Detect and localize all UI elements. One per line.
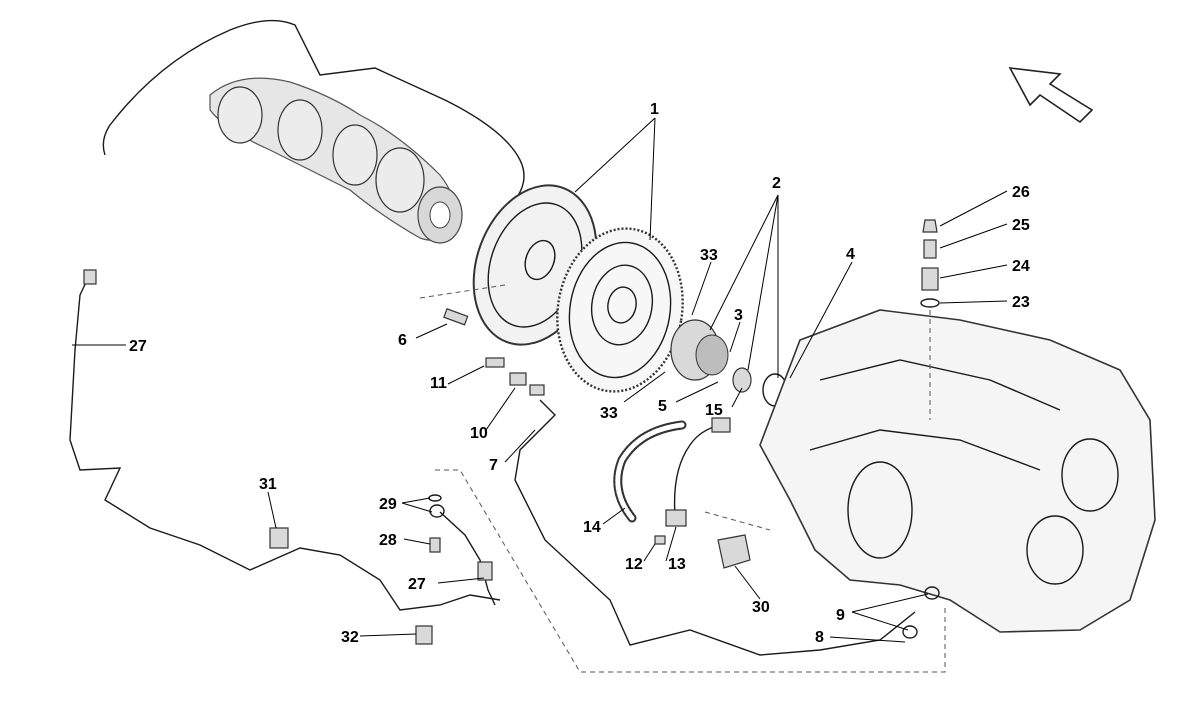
hydraulic-pipe-lower <box>514 399 916 656</box>
label-part-12: 12 <box>625 556 643 573</box>
label-part-29: 29 <box>379 496 397 513</box>
label-part-15: 15 <box>705 402 723 419</box>
small-parts <box>269 308 940 645</box>
wiring-harness-left <box>69 277 501 611</box>
label-part-8: 8 <box>815 629 824 646</box>
label-part-14: 14 <box>583 519 601 536</box>
label-part-33-lower: 33 <box>600 405 618 422</box>
label-part-9: 9 <box>836 607 845 624</box>
label-part-3: 3 <box>734 307 743 324</box>
label-part-6: 6 <box>398 332 407 349</box>
sensor-cable <box>673 424 721 516</box>
flex-hose <box>613 420 687 523</box>
label-part-4: 4 <box>846 246 855 263</box>
label-part-24: 24 <box>1012 258 1030 275</box>
label-part-7: 7 <box>489 457 498 474</box>
label-part-27-right: 27 <box>408 576 426 593</box>
label-part-32: 32 <box>341 629 359 646</box>
label-part-28: 28 <box>379 532 397 549</box>
callout-labels: 1 2 3 4 5 6 7 8 9 10 11 12 13 14 15 23 2… <box>129 101 1030 646</box>
crankshaft-illustration <box>209 77 463 244</box>
sensor-stack <box>920 219 940 420</box>
label-part-27-left: 27 <box>129 338 147 355</box>
label-part-10: 10 <box>470 425 488 442</box>
gearbox-housing <box>759 309 1156 633</box>
clutch-release-bearing <box>670 319 788 407</box>
label-part-1: 1 <box>650 101 659 118</box>
label-part-25: 25 <box>1012 217 1030 234</box>
label-part-2: 2 <box>772 175 781 192</box>
direction-arrow-icon <box>1008 67 1094 124</box>
label-part-26: 26 <box>1012 184 1030 201</box>
label-part-23: 23 <box>1012 294 1030 311</box>
label-part-13: 13 <box>668 556 686 573</box>
label-part-5: 5 <box>658 398 667 415</box>
label-part-11: 11 <box>430 375 447 392</box>
label-part-30: 30 <box>752 599 770 616</box>
label-part-33-upper: 33 <box>700 247 718 264</box>
label-part-31: 31 <box>259 476 277 493</box>
flywheel-assembly <box>472 184 684 393</box>
hydraulic-pipe-upper <box>102 19 525 201</box>
wiring-harness-right <box>439 511 496 606</box>
leader-lines <box>72 117 1008 643</box>
